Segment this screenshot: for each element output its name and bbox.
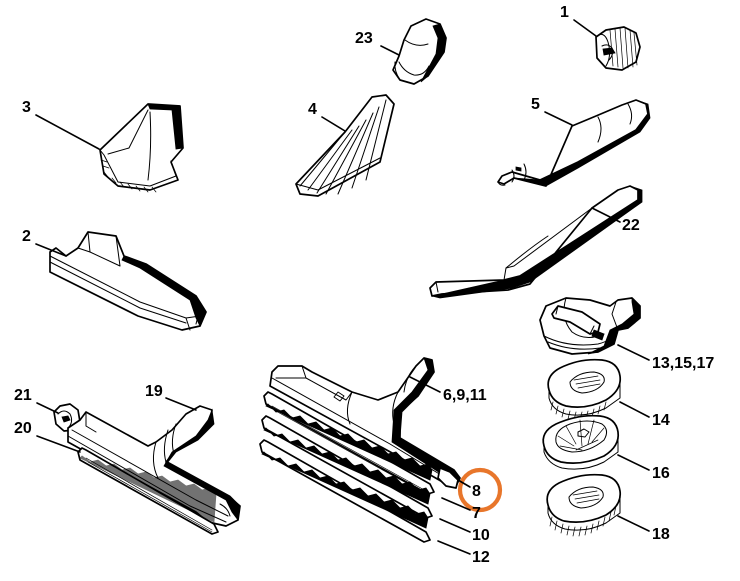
part-adapter-sleeve — [392, 18, 447, 85]
callout-23: 23 — [355, 30, 400, 56]
callout-4: 4 — [308, 101, 346, 132]
callout-2: 2 — [22, 228, 67, 257]
callout-7: 7 — [441, 497, 481, 522]
callout-label-22: 22 — [622, 217, 640, 234]
callout-label-4: 4 — [308, 101, 317, 118]
leader-line — [321, 116, 346, 132]
callout-label-7: 7 — [472, 505, 481, 522]
part-rotating-brush-housing — [539, 297, 641, 355]
leader-line — [409, 376, 441, 393]
callout-6911: 6,9,11 — [409, 376, 487, 404]
callout-label-16: 16 — [652, 465, 670, 482]
part-lower-brush-disc — [546, 473, 622, 537]
callout-label-14: 14 — [652, 412, 670, 429]
callout-16: 16 — [617, 454, 670, 482]
callout-18: 18 — [617, 515, 670, 543]
callout-3: 3 — [22, 99, 100, 150]
callout-21: 21 — [14, 387, 59, 414]
leader-line — [617, 515, 650, 532]
callout-131517: 13,15,17 — [617, 344, 714, 372]
callout-14: 14 — [619, 401, 670, 429]
part-ribbed-crevice-pad — [295, 94, 395, 197]
callout-label-20: 20 — [14, 420, 32, 437]
part-wide-floor-nozzle — [49, 231, 207, 331]
callout-label-5: 5 — [531, 96, 540, 113]
part-knurled-collar-nut — [595, 26, 641, 71]
callout-label-6-9-11: 6,9,11 — [443, 387, 487, 404]
leader-line — [35, 243, 67, 257]
leader-line — [36, 402, 59, 414]
part-flat-crevice-tool — [429, 185, 643, 299]
leader-line — [619, 401, 650, 418]
leader-line — [544, 111, 573, 126]
callout-label-3: 3 — [22, 99, 31, 116]
part-tapered-extension-wand — [497, 99, 651, 187]
callout-label-18: 18 — [652, 526, 670, 543]
part-upper-brush-disc — [547, 358, 622, 421]
leader-line — [380, 45, 400, 56]
leader-line — [617, 344, 650, 361]
callout-label-1: 1 — [560, 4, 569, 21]
part-brush-drive-plate — [542, 414, 620, 470]
leader-line — [36, 435, 81, 453]
callout-label-12: 12 — [472, 549, 490, 566]
callout-label-21: 21 — [14, 387, 32, 404]
leader-line — [573, 19, 597, 37]
leader-line — [35, 114, 100, 150]
leader-line — [165, 397, 197, 411]
callout-12: 12 — [437, 540, 490, 566]
callout-8: 8 — [457, 479, 481, 500]
part-dusting-brush-nozzle — [99, 103, 184, 193]
callout-label-19: 19 — [145, 383, 163, 400]
callout-19: 19 — [145, 383, 197, 411]
leader-line — [439, 518, 471, 533]
leader-line — [437, 540, 471, 555]
callout-label-10: 10 — [472, 527, 490, 544]
callout-label-8: 8 — [472, 483, 481, 500]
highlight-ring-part-8 — [457, 467, 503, 513]
callout-22: 22 — [591, 207, 640, 234]
leader-line — [441, 497, 471, 511]
callout-label-13-15-17: 13,15,17 — [652, 355, 714, 372]
part-squeegee-assembly — [53, 403, 241, 535]
callout-10: 10 — [439, 518, 490, 544]
leader-line — [617, 454, 650, 471]
part-wide-brush-floor-head — [259, 357, 461, 543]
callout-20: 20 — [14, 420, 81, 453]
leader-line — [591, 207, 621, 223]
callout-label-23: 23 — [355, 30, 373, 47]
leader-line — [457, 479, 471, 488]
callout-5: 5 — [531, 96, 573, 126]
callout-label-2: 2 — [22, 228, 31, 245]
callout-1: 1 — [560, 4, 597, 37]
